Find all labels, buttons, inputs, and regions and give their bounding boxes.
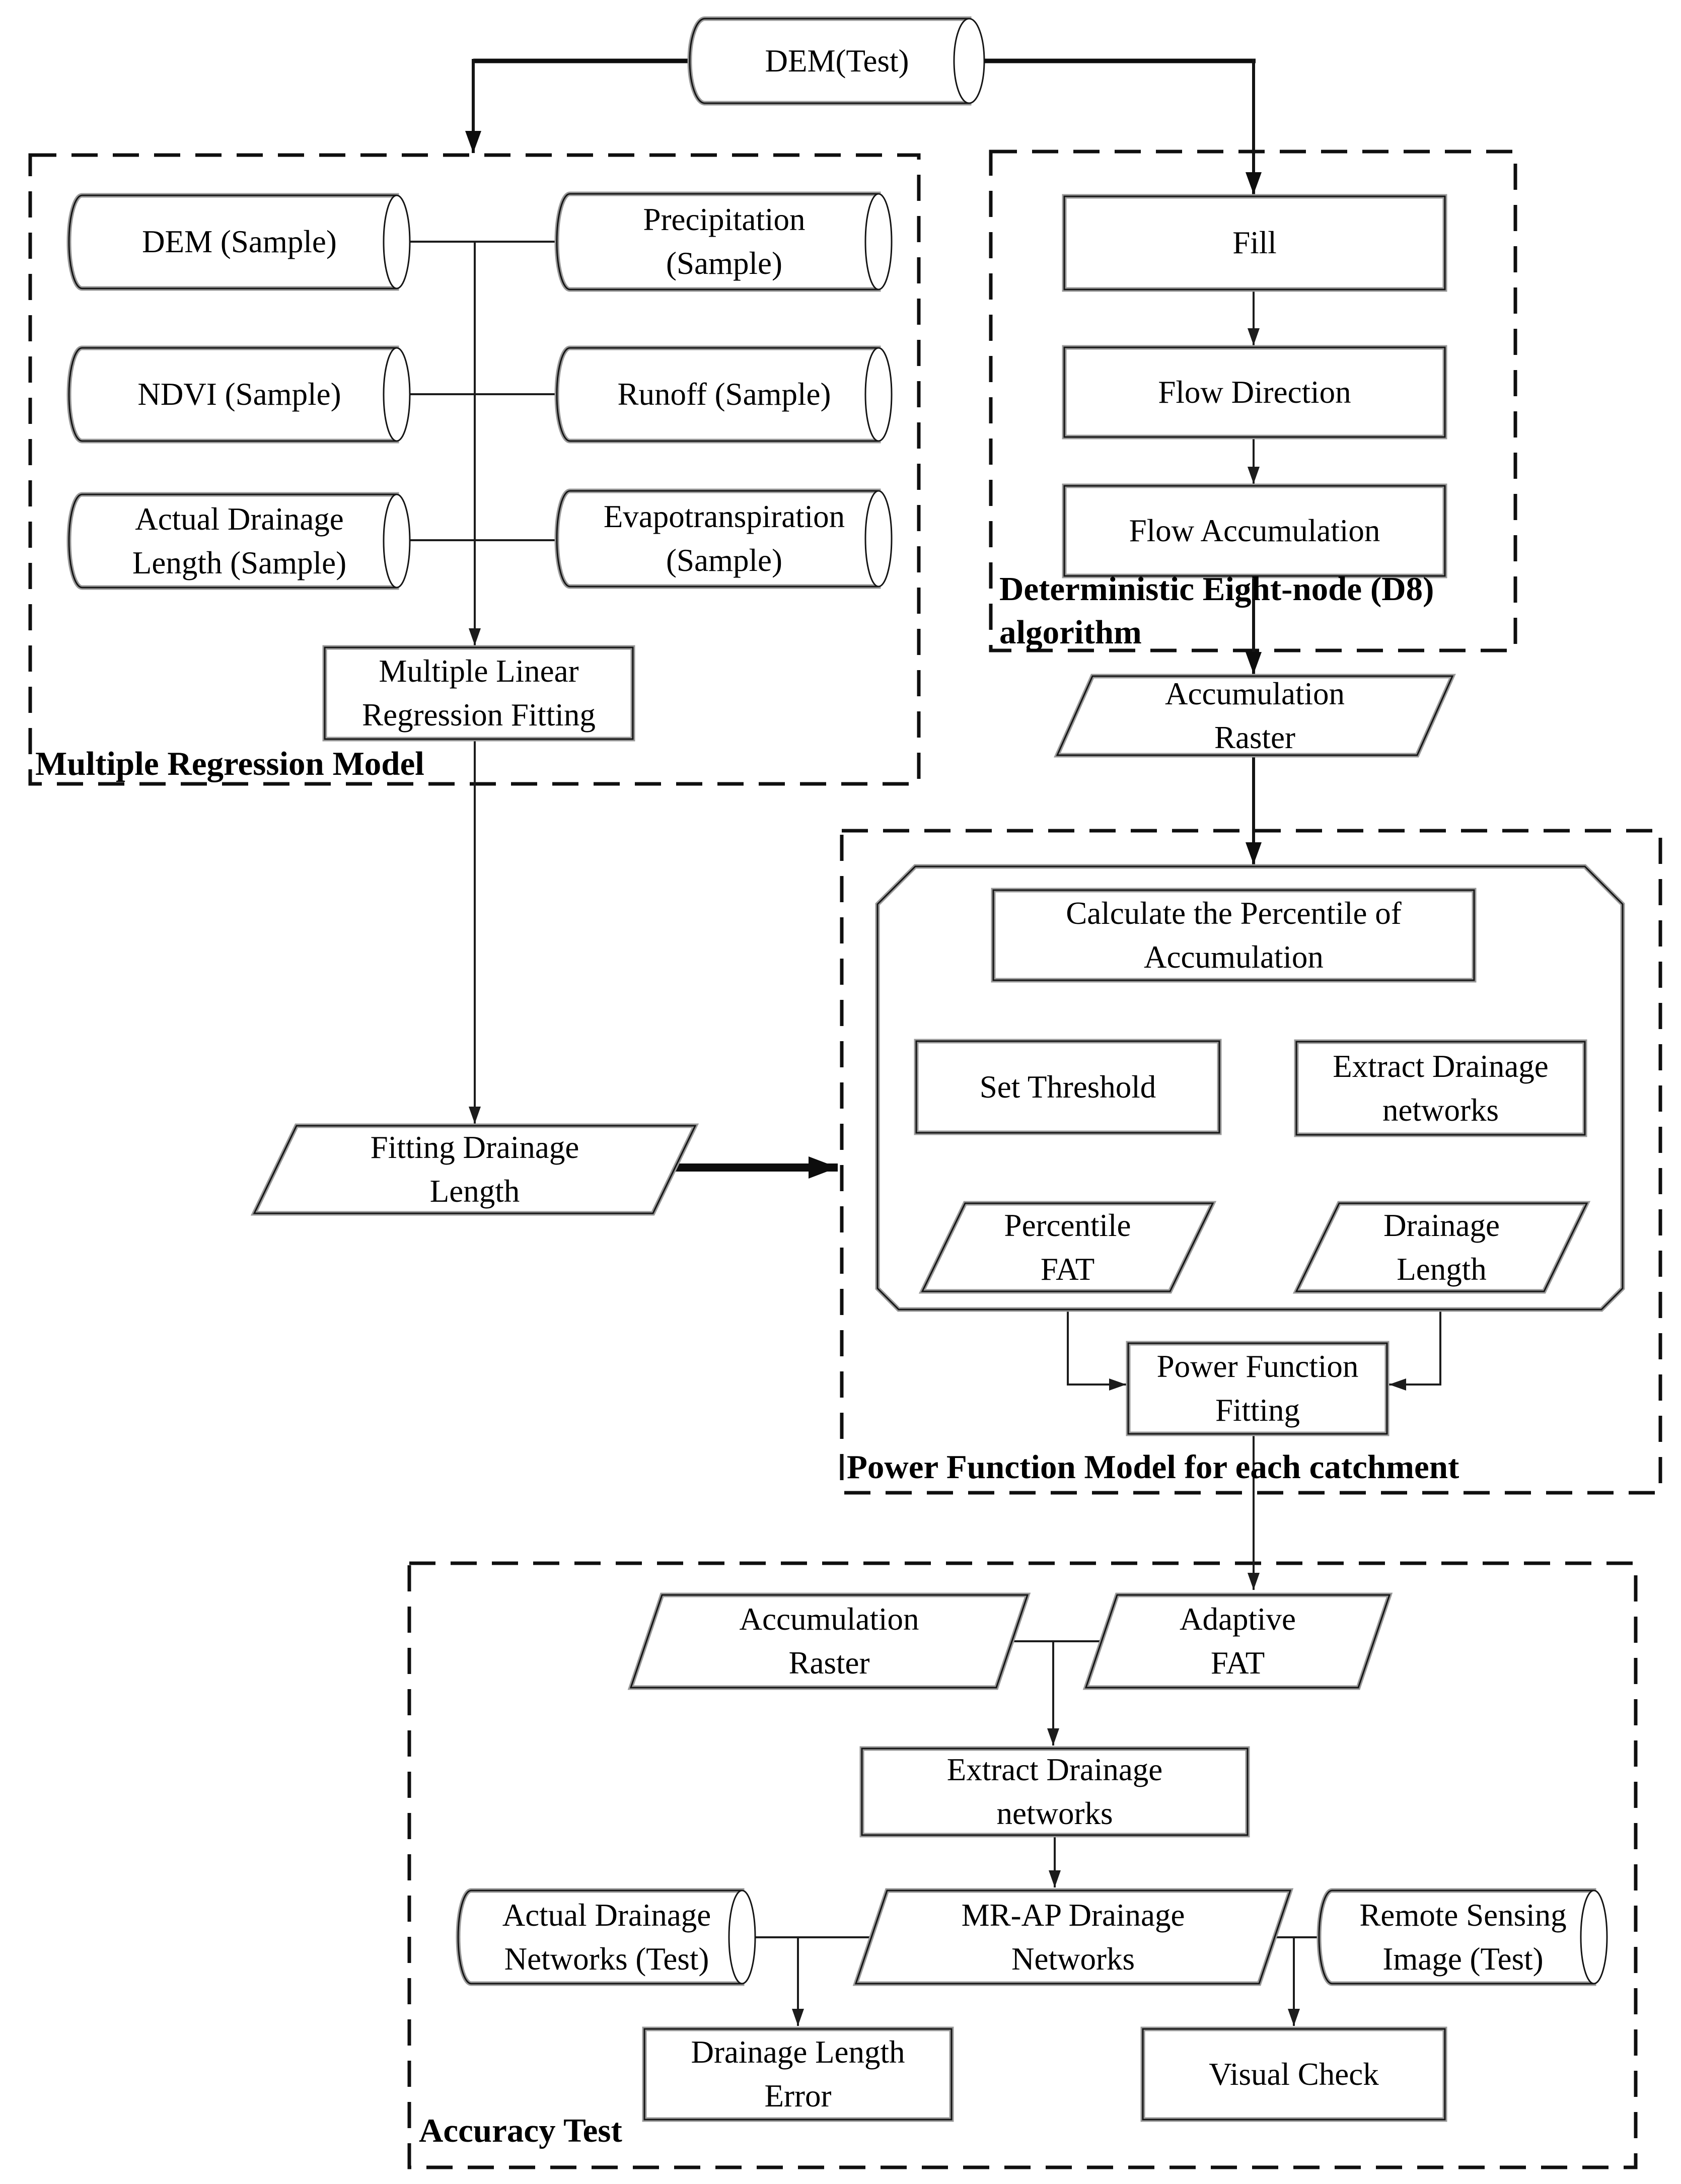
actual-drainage-length-sample-cylinder [66, 492, 411, 590]
ndvi-sample-cylinder [66, 345, 411, 444]
fitting-drainage-length-parallelogram [250, 1123, 699, 1216]
adaptive-fat-label: Adaptive FAT [1180, 1601, 1296, 1681]
dem-test-label: DEM(Test) [765, 43, 909, 79]
flow-accumulation-box [1062, 483, 1447, 578]
flow-direction-box [1062, 345, 1447, 440]
mr-ap-drainage-networks-label: MR-AP Drainage Networks [961, 1897, 1185, 1977]
precipitation-sample-cylinder [554, 191, 893, 292]
visual-check-box [1140, 2026, 1447, 2122]
extract-drainage-networks-test-label: Extract Drainage networks [946, 1752, 1163, 1831]
remote-sensing-image-cylinder [1317, 1888, 1608, 1986]
precipitation-sample-label: Precipitation (Sample) [643, 202, 806, 281]
fill-box [1062, 194, 1447, 292]
flow-direction-label: Flow Direction [1158, 374, 1351, 410]
accumulation-raster-top-label: Accumulation Raster [1165, 676, 1345, 755]
actual-drainage-networks-cylinder [456, 1888, 756, 1986]
visual-check-label: Visual Check [1209, 2056, 1379, 2092]
runoff-sample-label: Runoff (Sample) [617, 377, 831, 412]
drainage-length-parallelogram [1292, 1201, 1591, 1294]
power-function-fitting-label: Power Function Fitting [1156, 1349, 1359, 1428]
flow-arrows [410, 58, 1446, 2026]
multiple-regression-model-section-label: Multiple Regression Model [35, 745, 424, 782]
fitting-drainage-length-label: Fitting Drainage Length [370, 1130, 579, 1209]
power-function-fitting-box [1126, 1341, 1390, 1436]
multiple-linear-regression-fitting-label: Multiple Linear Regression Fitting [362, 653, 596, 733]
accuracy-test-section-label: Accuracy Test [419, 2112, 622, 2149]
set-threshold-label: Set Threshold [979, 1069, 1156, 1105]
calculate-percentile-box [991, 888, 1477, 983]
accumulation-raster-parallelogram-test [627, 1592, 1031, 1690]
fill-label: Fill [1232, 225, 1277, 261]
multiple-linear-regression-fitting-box [322, 645, 635, 742]
runoff-sample-cylinder [554, 345, 893, 444]
accuracy-test-dashed-box [407, 1561, 1638, 2169]
evapotranspiration-sample-label: Evapotranspiration (Sample) [603, 499, 845, 578]
dem-sample-label: DEM (Sample) [142, 224, 337, 260]
adaptive-fat-parallelogram [1082, 1592, 1393, 1690]
drainage-length-label: Drainage Length [1383, 1207, 1500, 1287]
extract-drainage-networks-model-label: Extract Drainage networks [1333, 1048, 1549, 1128]
drainage-length-error-box [642, 2026, 954, 2122]
extract-drainage-networks-box-model [1294, 1039, 1587, 1137]
evapotranspiration-sample-cylinder [554, 488, 893, 589]
actual-drainage-length-sample-label: Actual Drainage Length (Sample) [132, 501, 347, 580]
accumulation-raster-test-label: Accumulation Raster [739, 1601, 919, 1681]
ndvi-sample-label: NDVI (Sample) [137, 377, 341, 412]
dem-test-cylinder [687, 16, 985, 106]
percentile-fat-label: Percentile FAT [1004, 1207, 1131, 1287]
calculate-percentile-label: Calculate the Percentile of Accumulation [1066, 895, 1402, 975]
power-function-model-section-label: Power Function Model for each catchment [847, 1448, 1459, 1486]
d8-algorithm-section-label: Deterministic Eight-node (D8) algorithm [999, 570, 1434, 651]
drainage-length-error-label: Drainage Length Error [691, 2034, 905, 2114]
dem-sample-cylinder [66, 193, 411, 291]
actual-drainage-networks-test-label: Actual Drainage Networks (Test) [502, 1897, 711, 1977]
mr-ap-drainage-networks-parallelogram [852, 1888, 1294, 1986]
remote-sensing-image-test-label: Remote Sensing Image (Test) [1359, 1897, 1567, 1977]
set-threshold-box [914, 1039, 1222, 1135]
percentile-fat-parallelogram [918, 1201, 1217, 1294]
flow-accumulation-label: Flow Accumulation [1129, 513, 1380, 549]
extract-drainage-networks-box-test [859, 1746, 1250, 1838]
accumulation-raster-parallelogram-top [1054, 674, 1456, 758]
